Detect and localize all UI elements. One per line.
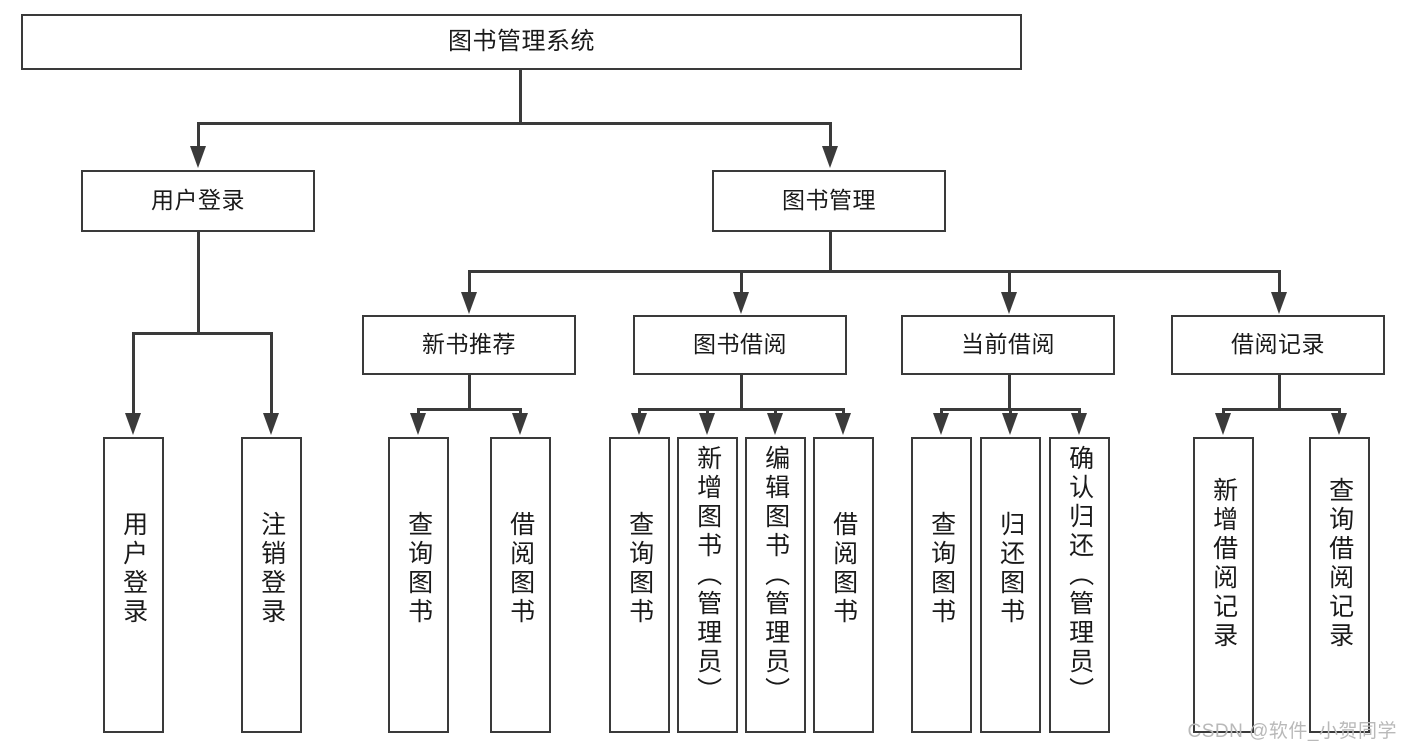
- edge-book-borrow-bus: [638, 408, 844, 411]
- leaf-user-login-label: 用户登录: [119, 511, 148, 627]
- leaf-edit-book[interactable]: 编辑图书（管理员）: [745, 437, 806, 733]
- leaf-add-book-label: 新增图书（管理员）: [693, 445, 722, 706]
- leaf-query-book-b[interactable]: 查询图书: [609, 437, 670, 733]
- csdn-watermark: CSDN @软件_小贺同学: [1187, 721, 1397, 742]
- leaf-add-record-label: 新增借阅记录: [1209, 477, 1238, 651]
- edge-borrow-record-bus: [1222, 408, 1340, 411]
- edge-root-stem: [519, 70, 522, 122]
- leaf-query-record[interactable]: 查询借阅记录: [1309, 437, 1370, 733]
- arrowhead-book-manage: [822, 146, 838, 168]
- node-book-borrow[interactable]: 图书借阅: [633, 315, 847, 375]
- edge-new-book-rec-drop-2: [519, 408, 522, 415]
- arrowhead-leaf-query-record: [1331, 413, 1347, 435]
- edge-root-to-user-login: [197, 122, 200, 148]
- arrowhead-book-borrow: [733, 292, 749, 314]
- leaf-add-book[interactable]: 新增图书（管理员）: [677, 437, 738, 733]
- leaf-query-book-c-label: 查询图书: [927, 511, 956, 627]
- edge-book-manage-drop-2: [740, 270, 743, 294]
- edge-book-borrow-stem: [740, 375, 743, 408]
- edge-borrow-record-stem: [1278, 375, 1281, 408]
- edge-book-manage-drop-1: [468, 270, 471, 294]
- edge-current-borrow-drop-3: [1078, 408, 1081, 415]
- leaf-logout[interactable]: 注销登录: [241, 437, 302, 733]
- node-book-manage-label: 图书管理: [782, 187, 876, 214]
- arrowhead-borrow-record: [1271, 292, 1287, 314]
- edge-book-borrow-drop-4: [842, 408, 845, 415]
- edge-new-book-rec-stem: [468, 375, 471, 408]
- node-root-label: 图书管理系统: [448, 27, 595, 55]
- edge-root-bus: [197, 122, 831, 125]
- leaf-query-book-c[interactable]: 查询图书: [911, 437, 972, 733]
- edge-borrow-record-drop-1: [1222, 408, 1225, 415]
- arrowhead-leaf-edit-book: [767, 413, 783, 435]
- leaf-borrow-book-a-label: 借阅图书: [506, 511, 535, 627]
- node-borrow-record-label: 借阅记录: [1231, 331, 1325, 358]
- leaf-confirm-return-label: 确认归还（管理员）: [1065, 445, 1094, 706]
- node-root[interactable]: 图书管理系统: [21, 14, 1022, 70]
- edge-user-login-drop-2: [270, 332, 273, 415]
- edge-borrow-record-drop-2: [1338, 408, 1341, 415]
- leaf-query-record-label: 查询借阅记录: [1325, 477, 1354, 651]
- arrowhead-leaf-borrow-book-b: [835, 413, 851, 435]
- edge-book-borrow-drop-1: [638, 408, 641, 415]
- arrowhead-leaf-add-book: [699, 413, 715, 435]
- node-book-borrow-label: 图书借阅: [693, 331, 787, 358]
- node-current-borrow-label: 当前借阅: [961, 331, 1055, 358]
- edge-user-login-bus: [132, 332, 272, 335]
- leaf-borrow-book-a[interactable]: 借阅图书: [490, 437, 551, 733]
- edge-user-login-drop-1: [132, 332, 135, 415]
- leaf-query-book-a-label: 查询图书: [404, 511, 433, 627]
- edge-current-borrow-stem: [1008, 375, 1011, 408]
- arrowhead-leaf-logout: [263, 413, 279, 435]
- leaf-user-login[interactable]: 用户登录: [103, 437, 164, 733]
- node-new-book-rec-label: 新书推荐: [422, 331, 516, 358]
- leaf-add-record[interactable]: 新增借阅记录: [1193, 437, 1254, 733]
- edge-root-to-book-manage: [829, 122, 832, 148]
- leaf-confirm-return[interactable]: 确认归还（管理员）: [1049, 437, 1110, 733]
- leaf-logout-label: 注销登录: [257, 511, 286, 627]
- leaf-return-book[interactable]: 归还图书: [980, 437, 1041, 733]
- arrowhead-leaf-add-record: [1215, 413, 1231, 435]
- edge-current-borrow-drop-2: [1009, 408, 1012, 415]
- edge-book-borrow-drop-2: [706, 408, 709, 415]
- edge-current-borrow-drop-1: [940, 408, 943, 415]
- edge-book-borrow-drop-3: [774, 408, 777, 415]
- leaf-borrow-book-b-label: 借阅图书: [829, 511, 858, 627]
- arrowhead-new-book-rec: [461, 292, 477, 314]
- leaf-query-book-a[interactable]: 查询图书: [388, 437, 449, 733]
- node-user-login[interactable]: 用户登录: [81, 170, 315, 232]
- edge-new-book-rec-drop-1: [417, 408, 420, 415]
- leaf-borrow-book-b[interactable]: 借阅图书: [813, 437, 874, 733]
- leaf-edit-book-label: 编辑图书（管理员）: [761, 445, 790, 706]
- leaf-query-book-b-label: 查询图书: [625, 511, 654, 627]
- edge-book-manage-stem: [829, 232, 832, 270]
- node-current-borrow[interactable]: 当前借阅: [901, 315, 1115, 375]
- edge-book-manage-drop-4: [1278, 270, 1281, 294]
- arrowhead-leaf-return-book: [1002, 413, 1018, 435]
- arrowhead-current-borrow: [1001, 292, 1017, 314]
- node-book-manage[interactable]: 图书管理: [712, 170, 946, 232]
- arrowhead-leaf-query-book-a: [410, 413, 426, 435]
- arrowhead-user-login: [190, 146, 206, 168]
- leaf-return-book-label: 归还图书: [996, 511, 1025, 627]
- edge-user-login-stem: [197, 232, 200, 332]
- node-user-login-label: 用户登录: [151, 187, 245, 214]
- arrowhead-leaf-query-book-b: [631, 413, 647, 435]
- arrowhead-leaf-user-login: [125, 413, 141, 435]
- node-borrow-record[interactable]: 借阅记录: [1171, 315, 1385, 375]
- arrowhead-leaf-query-book-c: [933, 413, 949, 435]
- edge-book-manage-bus: [468, 270, 1278, 273]
- node-new-book-rec[interactable]: 新书推荐: [362, 315, 576, 375]
- edge-book-manage-drop-3: [1008, 270, 1011, 294]
- edge-new-book-rec-bus: [417, 408, 521, 411]
- arrowhead-leaf-borrow-book-a: [512, 413, 528, 435]
- arrowhead-leaf-confirm-return: [1071, 413, 1087, 435]
